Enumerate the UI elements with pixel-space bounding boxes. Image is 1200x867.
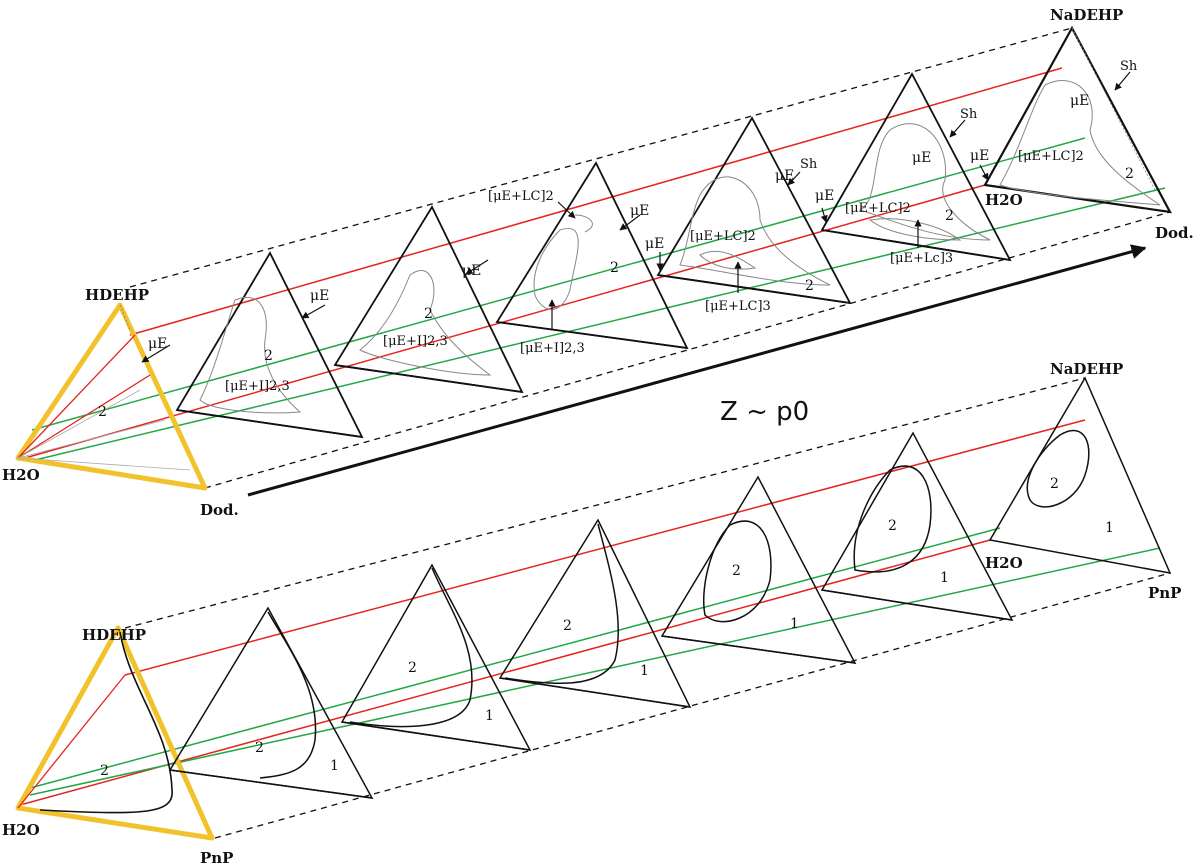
region-label-ue-i23: [μE+I]2,3 bbox=[520, 341, 585, 356]
bottom-green-line-lower bbox=[29, 547, 1161, 796]
region-label-2: 2 bbox=[424, 306, 433, 322]
z-axis-label: Z ~ p0 bbox=[720, 397, 809, 427]
top-vertex-dod-start: Dod. bbox=[200, 501, 239, 519]
region-label-ue: μE bbox=[815, 188, 834, 204]
bottom-vertex-h2o-start: H2O bbox=[2, 821, 40, 839]
region-label-ue-lc2: [μE+LC]2 bbox=[845, 201, 911, 216]
bottom-triangle-3 bbox=[498, 518, 692, 708]
region-label-2: 2 bbox=[100, 763, 109, 779]
region-label-2: 2 bbox=[945, 208, 954, 224]
top-red-line-upper bbox=[129, 67, 1063, 336]
region-label-ue: μE bbox=[775, 168, 794, 184]
region-label-2: 2 bbox=[563, 618, 572, 634]
bottom-triangle-5 bbox=[820, 431, 1014, 621]
region-label-ue-i23: [μE+I]2,3 bbox=[383, 334, 448, 349]
region-label-ue-lc2: [μE+LC]2 bbox=[690, 229, 756, 244]
top-vertex-hdehp: HDEHP bbox=[85, 286, 149, 304]
region-label-ue: μE bbox=[462, 263, 481, 279]
region-label-2: 2 bbox=[805, 278, 814, 294]
z-axis-arrow bbox=[247, 244, 1147, 497]
region-label-2: 2 bbox=[408, 660, 417, 676]
top-dashed-upper bbox=[129, 27, 1073, 288]
top-prism: HDEHP H2O Dod. NaDEHP H2O Dod. Z ~ p0 μE… bbox=[2, 6, 1194, 519]
top-triangle-2 bbox=[333, 205, 524, 394]
region-label-2: 2 bbox=[1125, 166, 1134, 182]
region-label-1: 1 bbox=[640, 663, 649, 679]
bottom-end-triangle bbox=[988, 376, 1172, 574]
region-label-sh: Sh bbox=[960, 107, 978, 122]
bottom-vertex-hdehp: HDEHP bbox=[82, 626, 146, 644]
region-label-ue-lc2: [μE+LC]2 bbox=[1018, 149, 1084, 164]
region-label-1: 1 bbox=[330, 758, 339, 774]
bottom-start-triangle bbox=[15, 625, 215, 841]
region-label-2: 2 bbox=[98, 404, 107, 420]
top-green-line-upper bbox=[31, 137, 1086, 431]
region-label-ue-lc3: [μE+Lc]3 bbox=[890, 251, 953, 266]
top-triangle-1 bbox=[175, 251, 364, 439]
top-vertex-h2o-start: H2O bbox=[2, 466, 40, 484]
region-label-ue: μE bbox=[310, 288, 329, 304]
region-label-ue: μE bbox=[630, 203, 649, 219]
region-label-ue: μE bbox=[912, 150, 931, 166]
bottom-vertex-pnp-end: PnP bbox=[1148, 584, 1181, 602]
region-label-2: 2 bbox=[255, 740, 264, 756]
top-vertex-h2o-end: H2O bbox=[985, 191, 1023, 209]
top-vertex-nadehp: NaDEHP bbox=[1050, 6, 1123, 24]
region-label-ue: μE bbox=[970, 148, 989, 164]
top-start-triangle bbox=[15, 302, 208, 491]
region-label-ue-lc2: [μE+LC]2 bbox=[488, 189, 554, 204]
region-label-2: 2 bbox=[888, 518, 897, 534]
region-label-ue-lc3: [μE+LC]3 bbox=[705, 299, 771, 314]
region-label-1: 1 bbox=[485, 708, 494, 724]
top-green-line-lower bbox=[34, 187, 1166, 461]
bottom-red-line-lower bbox=[19, 539, 991, 806]
region-label-2: 2 bbox=[732, 563, 741, 579]
bottom-dashed-upper bbox=[124, 377, 1086, 629]
region-label-2: 2 bbox=[1050, 476, 1059, 492]
region-label-ue: μE bbox=[1070, 93, 1089, 109]
region-label-ue: μE bbox=[148, 336, 167, 352]
bottom-prism: HDEHP H2O PnP NaDEHP H2O PnP 2 2 1 2 1 2… bbox=[2, 360, 1181, 867]
region-label-ue: μE bbox=[645, 236, 664, 252]
region-label-2: 2 bbox=[264, 348, 273, 364]
bottom-green-line-upper bbox=[29, 527, 1001, 789]
bottom-vertex-h2o-end: H2O bbox=[985, 554, 1023, 572]
region-label-1: 1 bbox=[790, 616, 799, 632]
region-label-sh: Sh bbox=[800, 157, 818, 172]
top-end-triangle bbox=[983, 25, 1172, 214]
region-label-ue-i23: [μE+I]2,3 bbox=[225, 379, 290, 394]
region-label-1: 1 bbox=[1105, 520, 1114, 536]
region-label-sh: Sh bbox=[1120, 59, 1138, 74]
region-label-2: 2 bbox=[610, 260, 619, 276]
region-label-1: 1 bbox=[940, 570, 949, 586]
bottom-red-line-upper bbox=[124, 419, 1086, 676]
bottom-vertex-nadehp: NaDEHP bbox=[1050, 360, 1123, 378]
top-vertex-dod-end: Dod. bbox=[1155, 224, 1194, 242]
bottom-vertex-pnp-start: PnP bbox=[200, 849, 233, 867]
top-dashed-lower bbox=[204, 211, 1171, 489]
